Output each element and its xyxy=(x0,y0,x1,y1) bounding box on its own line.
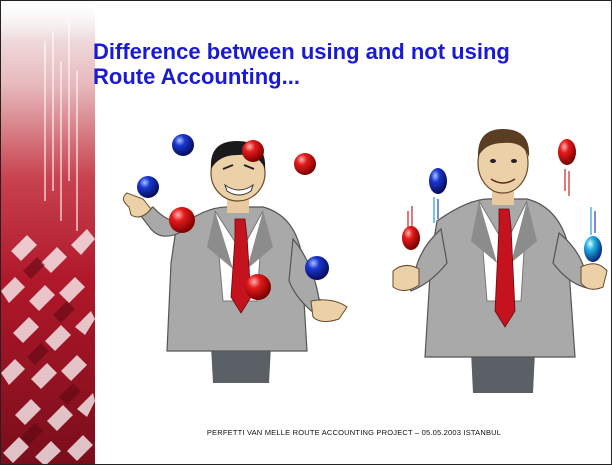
red-ball xyxy=(558,139,576,165)
title-line-1: Difference between using and not using xyxy=(93,39,510,64)
slide-footer: PERFETTI VAN MELLE ROUTE ACCOUNTING PROJ… xyxy=(206,428,502,437)
stressed-juggler-figure xyxy=(123,134,348,383)
red-ball xyxy=(402,226,420,250)
blue-ball xyxy=(137,176,159,198)
decorative-side-band xyxy=(1,1,95,464)
slide-title: Difference between using and not using R… xyxy=(93,39,608,89)
title-line-2: Route Accounting... xyxy=(93,64,300,89)
blue-ball xyxy=(429,168,447,194)
red-ball xyxy=(294,153,316,175)
red-ball xyxy=(245,274,271,300)
blue-ball xyxy=(305,256,329,280)
red-ball xyxy=(169,207,195,233)
calm-juggler-figure xyxy=(392,129,608,393)
red-ball xyxy=(242,140,264,162)
blue-ball xyxy=(584,236,602,262)
blue-ball xyxy=(172,134,194,156)
